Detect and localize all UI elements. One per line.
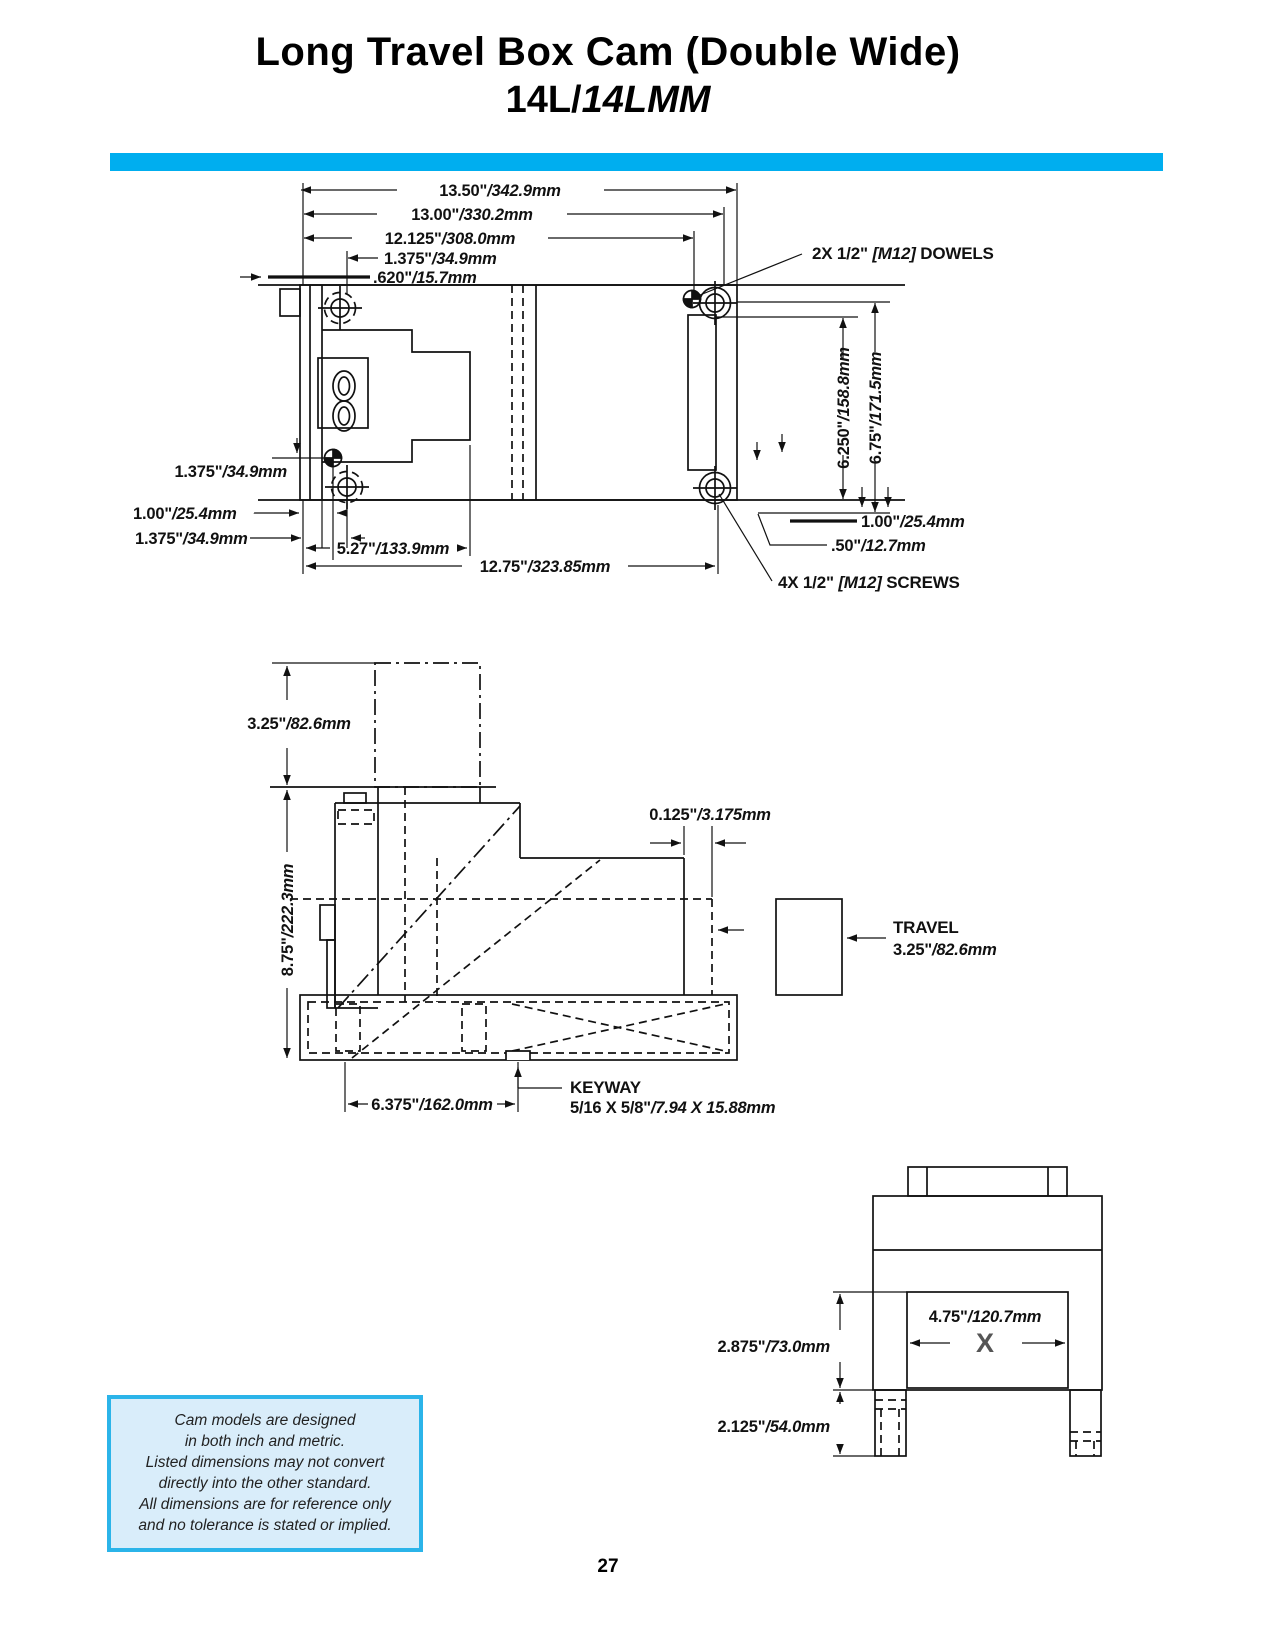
- dim-width-overall: 13.50"/342.9mm: [439, 182, 561, 200]
- dim-offset-100-right: 1.00"/25.4mm: [861, 513, 965, 531]
- end-view: 4.75"/120.7mm X 2.875"/73.0mm 2.125"/54.…: [717, 1166, 1103, 1457]
- dim-offset-50-right: .50"/12.7mm: [831, 537, 926, 555]
- side-view: 3.25"/82.6mm 8.75"/222.3mm 0.125"/3.175m…: [247, 662, 997, 1122]
- accent-bar: [110, 153, 1163, 171]
- dim-span-1275: 12.75"/323.85mm: [480, 558, 611, 576]
- keyway-label: KEYWAY: [570, 1078, 642, 1097]
- title-line1: Long Travel Box Cam (Double Wide): [255, 30, 961, 74]
- side-view-part-outline: [270, 662, 843, 1061]
- travel-value: 3.25"/82.6mm: [893, 941, 997, 959]
- dim-height-675: 6.75"/171.5mm: [867, 352, 885, 465]
- top-view-dimension-lines: [240, 183, 892, 582]
- note-line: and no tolerance is stated or implied.: [138, 1517, 392, 1534]
- note-line: directly into the other standard.: [158, 1475, 372, 1492]
- title-model-italic: 14LMM: [581, 79, 711, 121]
- end-view-part-outline: [872, 1166, 1103, 1457]
- dim-span-6375: 6.375"/162.0mm: [371, 1096, 493, 1114]
- dim-height-6250: 6.250"/158.8mm: [835, 347, 853, 469]
- note-line: All dimensions are for reference only: [139, 1496, 391, 1513]
- page-number: 27: [597, 1556, 619, 1577]
- dim-height-2125: 2.125"/54.0mm: [717, 1418, 830, 1436]
- dim-width-bolt-span: 13.00"/330.2mm: [411, 206, 533, 224]
- datum-balloon: [309, 1106, 325, 1122]
- dim-height-2875: 2.875"/73.0mm: [717, 1338, 830, 1356]
- top-view-part-outline: [258, 284, 905, 501]
- title-model-regular: 14L/: [505, 79, 582, 121]
- dim-offset-620: .620"/15.7mm: [373, 269, 477, 287]
- keyway-size: 5/16 X 5/8"/7.94 X 15.88mm: [570, 1099, 775, 1117]
- note-line: Listed dimensions may not convert: [145, 1454, 385, 1471]
- dowels-callout: 2X 1/2" [M12] DOWELS: [812, 244, 994, 263]
- datum-balloon: [239, 501, 255, 517]
- screws-callout: 4X 1/2" [M12] SCREWS: [778, 573, 960, 592]
- dim-window-width: 4.75"/120.7mm: [929, 1308, 1042, 1326]
- dim-offset-1375-lower: 1.375"/34.9mm: [135, 530, 248, 548]
- title-line2: 14L/14LMM: [0, 79, 1216, 122]
- keyway-notch: [505, 1050, 531, 1060]
- note-box: Cam models are designed in both inch and…: [107, 1395, 423, 1552]
- dowel-pin-symbols: [323, 289, 702, 468]
- bolt-hole-symbols: [318, 281, 737, 510]
- note-line: in both inch and metric.: [184, 1433, 346, 1450]
- datum-balloon: [258, 1054, 274, 1070]
- travel-label: TRAVEL: [893, 918, 959, 937]
- dim-offset-1375-top: 1.375"/34.9mm: [384, 250, 497, 268]
- dim-height-875: 8.75"/222.3mm: [279, 864, 297, 977]
- dim-width-dowel-span: 12.125"/308.0mm: [385, 230, 516, 248]
- note-line: Cam models are designed: [174, 1412, 356, 1429]
- side-view-dimension-lines: [272, 662, 886, 1112]
- page-title: Long Travel Box Cam (Double Wide) 14L/14…: [0, 30, 1216, 122]
- top-view: 13.50"/342.9mm 13.00"/330.2mm 12.125"/30…: [133, 182, 994, 592]
- dim-height-325: 3.25"/82.6mm: [247, 715, 351, 733]
- datum-balloon: [295, 574, 311, 590]
- dim-span-527: 5.27"/133.9mm: [337, 540, 450, 558]
- window-x-marker: X: [976, 1328, 994, 1358]
- dim-offset-100-left: 1.00"/25.4mm: [133, 505, 237, 523]
- dim-offset-1375-left: 1.375"/34.9mm: [174, 463, 287, 481]
- dim-gap-0125: 0.125"/3.175mm: [649, 806, 771, 824]
- end-view-dimension-lines: [833, 1291, 1065, 1457]
